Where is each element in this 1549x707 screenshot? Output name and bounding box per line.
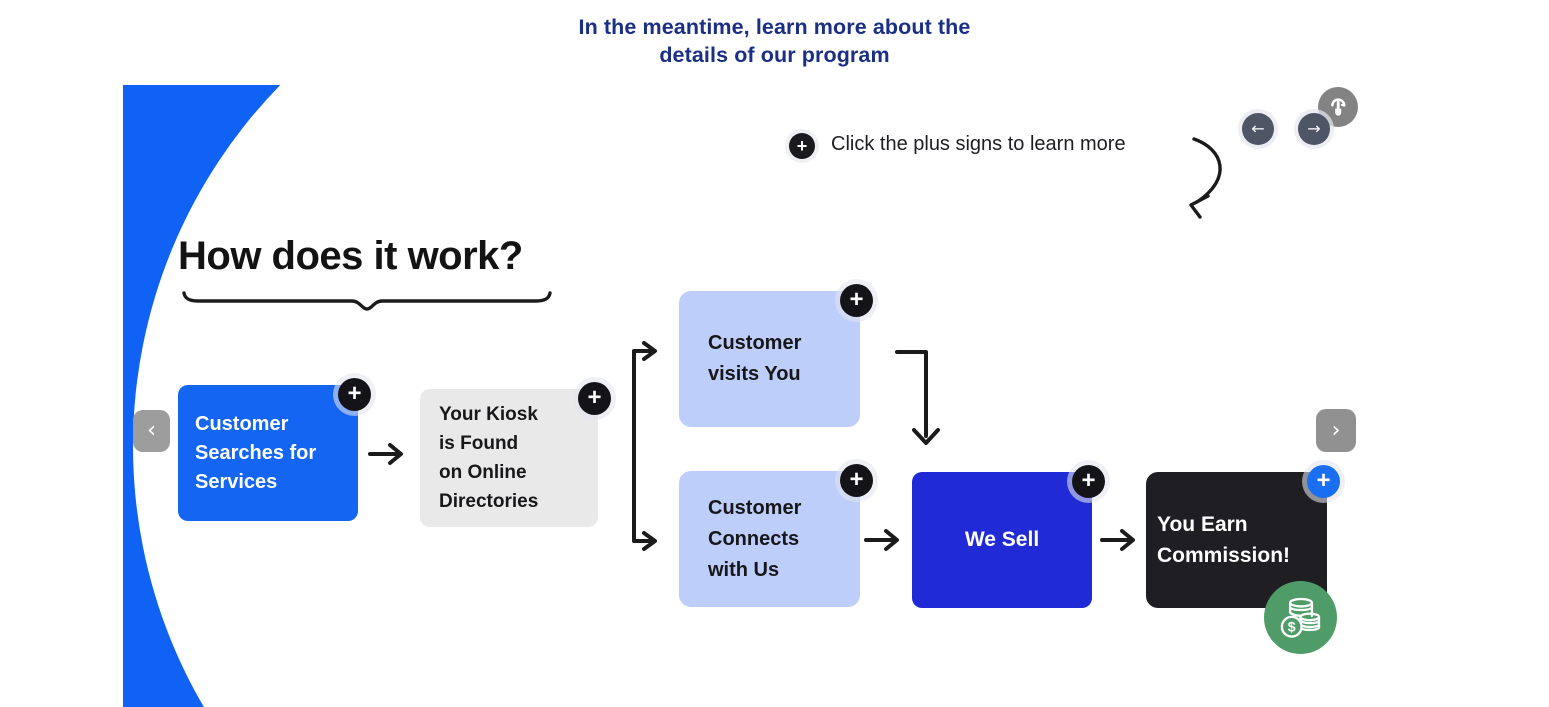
step-label: Your Kiosk is Found on Online Directorie…: [439, 404, 539, 512]
plus-glyph: +: [1316, 466, 1331, 494]
plus-button-step3[interactable]: +: [840, 284, 873, 317]
carousel-prev-button[interactable]: ‹: [133, 410, 170, 452]
plus-glyph: +: [796, 136, 808, 156]
step-label: Customer visits You: [708, 332, 802, 385]
step-label: Customer Connects with Us: [708, 496, 802, 581]
plus-glyph: +: [587, 383, 602, 411]
hint-curved-arrow: [1189, 137, 1222, 219]
prev-slide-button[interactable]: ←: [1242, 113, 1274, 145]
svg-text:$: $: [1287, 619, 1295, 635]
next-slide-button[interactable]: →: [1298, 113, 1330, 145]
plus-glyph: +: [849, 285, 864, 313]
arrow-left-icon: ←: [1251, 119, 1265, 138]
plus-button-step2[interactable]: +: [578, 382, 611, 415]
section-title: How does it work?: [178, 234, 523, 278]
chevron-left-icon: ‹: [147, 418, 156, 443]
commission-coins-icon: $: [1264, 581, 1337, 654]
hint-label: Click the plus signs to learn more: [831, 133, 1126, 155]
plus-glyph: +: [347, 379, 362, 407]
plus-button-step1[interactable]: +: [338, 378, 371, 411]
arrow-wesell-commission: [1100, 529, 1135, 551]
step-label: We Sell: [964, 528, 1040, 551]
step-we-sell: We Sell +: [912, 465, 1105, 608]
hint-plus-icon[interactable]: +: [789, 133, 815, 159]
page-title: In the meantime, learn more about the de…: [578, 15, 971, 67]
step-earn-commission: You Earn Commission! +: [1146, 465, 1340, 608]
step-label: You Earn Commission!: [1157, 513, 1291, 567]
step-customer-visits: Customer visits You +: [679, 284, 873, 427]
step-label: Customer Searches for Services: [195, 412, 317, 493]
chevron-right-icon: ›: [1331, 417, 1341, 443]
arrow-right-icon: →: [1307, 119, 1321, 138]
plus-button-step5[interactable]: +: [1072, 465, 1105, 498]
tap-hand-icon: [1331, 98, 1346, 116]
plus-glyph: +: [849, 465, 864, 493]
step-customer-searches: Customer Searches for Services +: [178, 378, 371, 521]
plus-glyph: +: [1081, 466, 1096, 494]
step-kiosk-found: Your Kiosk is Found on Online Directorie…: [420, 382, 611, 527]
plus-button-step4[interactable]: +: [840, 464, 873, 497]
coins-dollar-glyph: $: [1280, 597, 1320, 638]
branch-bracket: [632, 341, 657, 551]
elbow-arrow-visits-to-wesell: [895, 350, 940, 445]
plus-button-step6[interactable]: +: [1307, 465, 1340, 498]
step-customer-connects: Customer Connects with Us +: [679, 464, 873, 607]
arrow-connects-step5: [864, 529, 899, 551]
carousel-next-button[interactable]: ›: [1316, 409, 1356, 452]
